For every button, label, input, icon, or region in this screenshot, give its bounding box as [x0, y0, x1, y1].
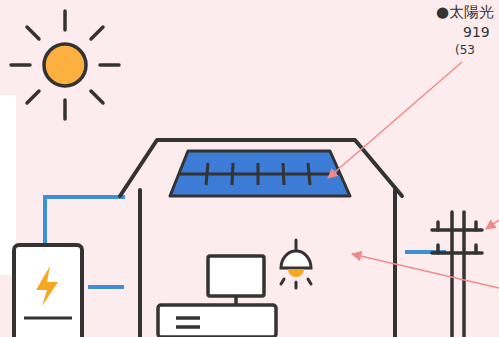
sun-symbol	[11, 11, 119, 119]
battery-symbol	[14, 245, 82, 337]
house-outline	[120, 140, 402, 337]
leader-lines	[328, 62, 499, 288]
callout-text: (53	[455, 44, 475, 57]
solar-panel	[170, 151, 350, 196]
callout-text: 919	[463, 25, 490, 40]
callout-text: ●太陽光	[436, 4, 494, 21]
lamp-symbol	[281, 240, 311, 288]
computer-symbol	[158, 256, 276, 337]
